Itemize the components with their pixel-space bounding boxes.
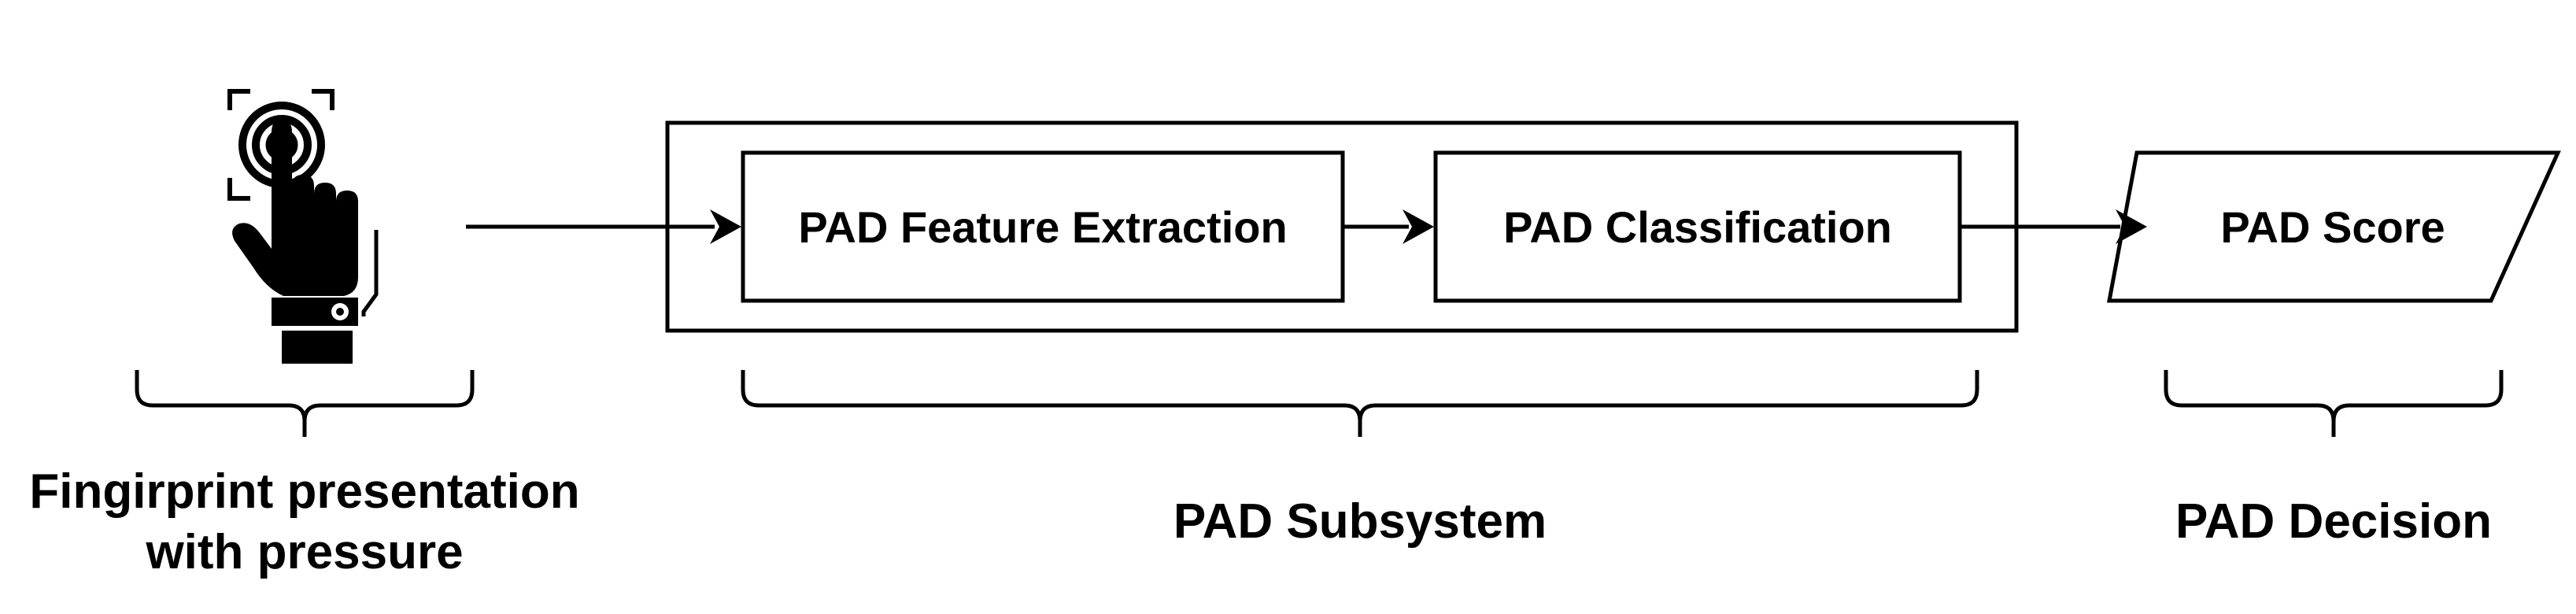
feature-extraction-label: PAD Feature Extraction <box>798 202 1287 252</box>
fingerprint-press-icon <box>227 89 379 364</box>
input-brace <box>135 370 475 437</box>
arrow-input-to-extraction <box>466 209 741 244</box>
arrow-classification-to-score <box>1960 209 2147 244</box>
decision-brace <box>2164 370 2504 437</box>
arrow-extraction-to-classification <box>1343 209 1434 244</box>
pad-score-shape <box>2106 150 2561 303</box>
classification-label: PAD Classification <box>1503 202 1892 252</box>
subsystem-caption: PAD Subsystem <box>1173 494 1547 549</box>
decision-caption: PAD Decision <box>2175 494 2492 549</box>
input-caption-line2: with pressure <box>145 525 463 579</box>
subsystem-brace <box>741 370 1979 437</box>
pad-score-label: PAD Score <box>2220 202 2445 252</box>
input-caption-line1: Fingirprint presentation <box>29 464 579 519</box>
